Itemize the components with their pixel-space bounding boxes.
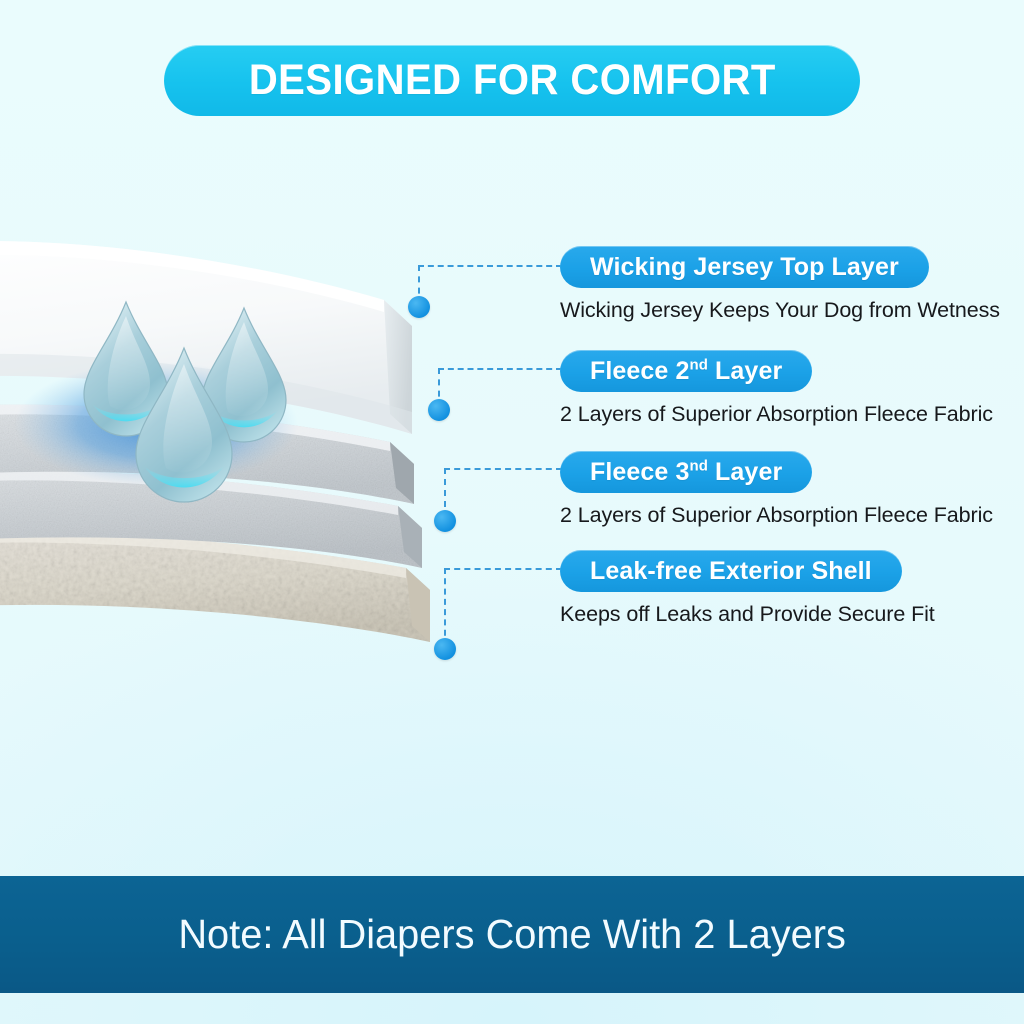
layered-pad-illustration: [0, 238, 500, 838]
layer-exterior-shell: [0, 532, 430, 642]
callout-subtitle: 2 Layers of Superior Absorption Fleece F…: [560, 503, 993, 527]
callout-subtitle: 2 Layers of Superior Absorption Fleece F…: [560, 402, 993, 426]
callout-fleece-2nd-layer: Fleece 2nd Layer 2 Layers of Superior Ab…: [560, 350, 993, 427]
callout-label: Fleece 3nd Layer: [590, 457, 783, 486]
bottom-note-banner: Note: All Diapers Come With 2 Layers: [0, 876, 1024, 993]
callout-wicking-jersey-top-layer: Wicking Jersey Top Layer Wicking Jersey …: [560, 246, 1000, 323]
callout-subtitle: Keeps off Leaks and Provide Secure Fit: [560, 602, 935, 626]
callout-label: Wicking Jersey Top Layer: [590, 252, 899, 281]
water-droplet-left: [83, 300, 169, 437]
callout-label: Fleece 2nd Layer: [590, 356, 783, 385]
callout-label: Leak-free Exterior Shell: [590, 556, 872, 585]
layer-fleece-3: [0, 470, 422, 568]
callout-leak-free-exterior-shell: Leak-free Exterior Shell Keeps off Leaks…: [560, 550, 935, 627]
header-banner: DESIGNED FOR COMFORT: [164, 45, 860, 116]
callout-pill[interactable]: Leak-free Exterior Shell: [560, 550, 902, 592]
callout-pill[interactable]: Wicking Jersey Top Layer: [560, 246, 929, 288]
callout-subtitle: Wicking Jersey Keeps Your Dog from Wetne…: [560, 298, 1000, 322]
water-droplet-right: [201, 306, 287, 443]
callout-pill[interactable]: Fleece 3nd Layer: [560, 451, 813, 493]
bottom-note-text: Note: All Diapers Come With 2 Layers: [178, 911, 846, 957]
callout-pill[interactable]: Fleece 2nd Layer: [560, 350, 813, 392]
callout-fleece-3nd-layer: Fleece 3nd Layer 2 Layers of Superior Ab…: [560, 451, 993, 528]
water-droplet-center: [135, 346, 233, 503]
page-title: DESIGNED FOR COMFORT: [248, 56, 776, 104]
